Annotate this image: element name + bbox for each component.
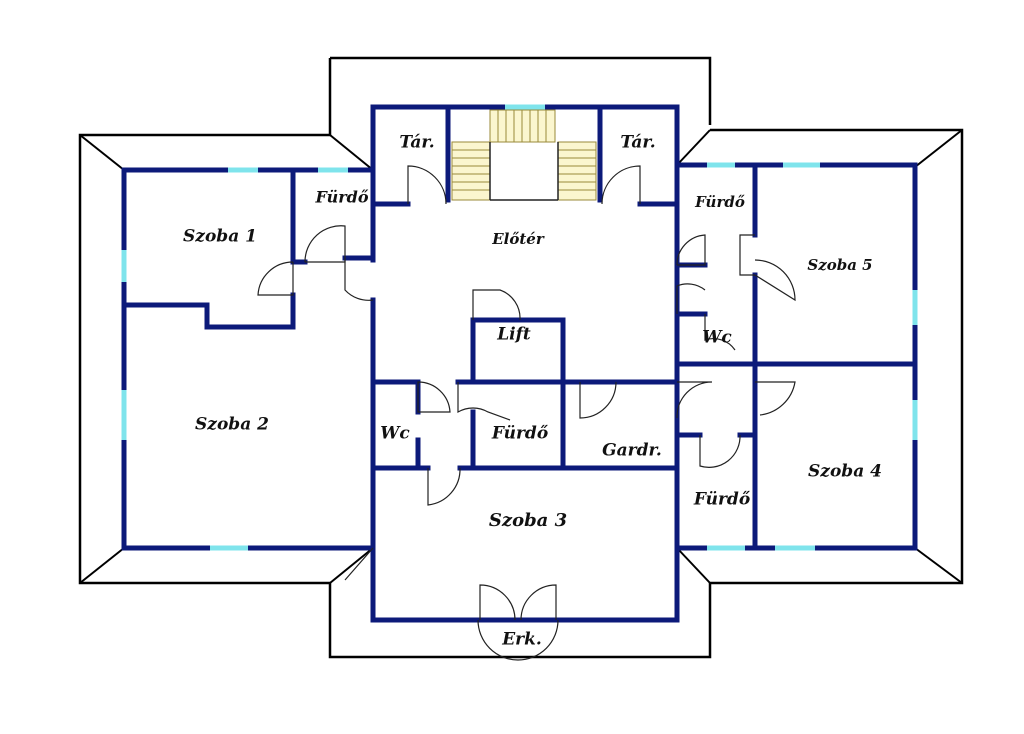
label-szoba2: Szoba 2 <box>195 415 269 435</box>
label-eloter: Előtér <box>491 230 545 248</box>
label-tar-right: Tár. <box>620 133 655 153</box>
label-szoba1: Szoba 1 <box>183 227 257 247</box>
label-furdo-center: Fürdő <box>491 424 549 444</box>
label-furdo-top-right: Fürdő <box>694 193 745 211</box>
staircase <box>451 109 597 201</box>
label-szoba3: Szoba 3 <box>489 510 567 531</box>
label-furdo-bottom-right: Fürdő <box>693 490 751 510</box>
roof-outline <box>78 56 964 659</box>
room-labels: Tár. Tár. Fürdő Előtér Szoba 1 Szoba 2 L… <box>183 133 882 650</box>
label-lift: Lift <box>496 325 531 345</box>
label-wc-left: Wc <box>380 424 410 444</box>
label-gardr: Gardr. <box>602 441 662 461</box>
label-furdo-top-left: Fürdő <box>315 188 369 207</box>
label-szoba5: Szoba 5 <box>807 256 872 274</box>
label-wc-right: Wc <box>702 328 732 348</box>
label-tar-left: Tár. <box>399 133 434 153</box>
label-erk: Erk. <box>501 630 542 650</box>
doors <box>257 165 796 661</box>
label-szoba4: Szoba 4 <box>808 462 882 482</box>
windows <box>121 104 918 551</box>
walls <box>121 104 918 623</box>
